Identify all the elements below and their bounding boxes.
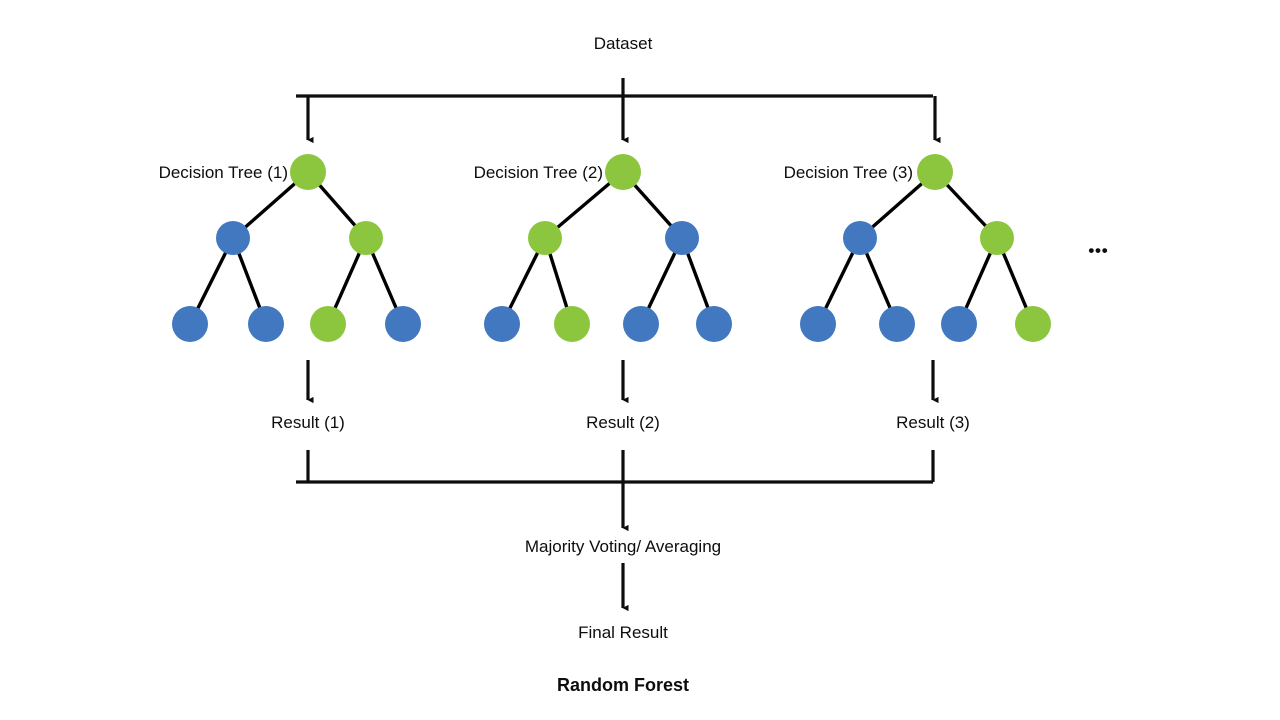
- tree-1-leaf-node-0-blue: [172, 306, 208, 342]
- tree-2-leaf-node-0-blue: [484, 306, 520, 342]
- dataset-label: Dataset: [594, 34, 653, 53]
- more-trees-ellipsis: • • •: [1088, 241, 1107, 260]
- aggregation-label: Majority Voting/ Averaging: [525, 537, 721, 556]
- tree-2-root-node-green: [605, 154, 641, 190]
- tree-3-leaf-node-2-blue: [941, 306, 977, 342]
- tree-2-leaf-node-3-blue: [696, 306, 732, 342]
- tree-2-label: Decision Tree (2): [474, 163, 603, 182]
- tree-3-label: Decision Tree (3): [784, 163, 913, 182]
- tree-1-leaf-node-3-blue: [385, 306, 421, 342]
- tree-3-mid-node-1-green: [980, 221, 1014, 255]
- tree-2-mid-node-0-green: [528, 221, 562, 255]
- tree-2-result-label: Result (2): [586, 413, 660, 432]
- tree-3-leaf-node-1-blue: [879, 306, 915, 342]
- tree-1-root-node-green: [290, 154, 326, 190]
- tree-3-result-label: Result (3): [896, 413, 970, 432]
- final-result-label: Final Result: [578, 623, 668, 642]
- tree-1-mid-node-0-blue: [216, 221, 250, 255]
- tree-1-label: Decision Tree (1): [159, 163, 288, 182]
- tree-1-mid-node-1-green: [349, 221, 383, 255]
- connector-layer: [296, 78, 941, 612]
- tree-node-layer: [172, 154, 1051, 342]
- tree-3-mid-node-0-blue: [843, 221, 877, 255]
- tree-3-leaf-node-0-blue: [800, 306, 836, 342]
- tree-2-leaf-node-2-blue: [623, 306, 659, 342]
- tree-edge-layer: [188, 170, 1035, 325]
- diagram-title: Random Forest: [557, 675, 689, 695]
- tree-1-leaf-node-2-green: [310, 306, 346, 342]
- tree-1-leaf-node-1-blue: [248, 306, 284, 342]
- tree-1-result-label: Result (1): [271, 413, 345, 432]
- tree-3-root-node-green: [917, 154, 953, 190]
- tree-3-leaf-node-3-green: [1015, 306, 1051, 342]
- tree-2-leaf-node-1-green: [554, 306, 590, 342]
- tree-2-mid-node-1-blue: [665, 221, 699, 255]
